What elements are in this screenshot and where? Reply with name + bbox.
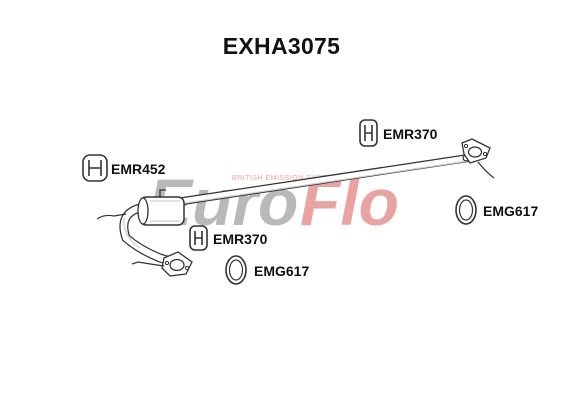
front-pipe: [119, 203, 179, 267]
part-number-title: EXHA3075: [222, 33, 341, 59]
rubber-mount-middle: [189, 225, 208, 251]
bottom-flange: [161, 251, 193, 277]
rubber-mount-left: [82, 154, 108, 182]
label-rubber-mount-middle: EMR370: [213, 231, 268, 247]
label-rubber-mount-left: EMR452: [111, 161, 166, 177]
left-sensor-wire: [96, 213, 127, 220]
gasket-right: [455, 195, 477, 225]
right-sensor-wire: [477, 161, 495, 179]
silencer-hanger: [159, 189, 166, 197]
right-flange: [461, 138, 491, 164]
label-rubber-mount-top: EMR370: [383, 126, 438, 142]
silencer-box: [137, 196, 185, 226]
watermark-tagline: BRITISH EMISSION SYSTEMS: [232, 175, 343, 182]
rubber-mount-top: [359, 119, 378, 147]
label-gasket-bottom: EMG617: [254, 263, 310, 279]
label-gasket-right: EMG617: [483, 203, 539, 219]
main-pipe: [179, 154, 472, 205]
gasket-bottom: [225, 255, 247, 285]
bottom-sensor-wire: [131, 261, 165, 267]
